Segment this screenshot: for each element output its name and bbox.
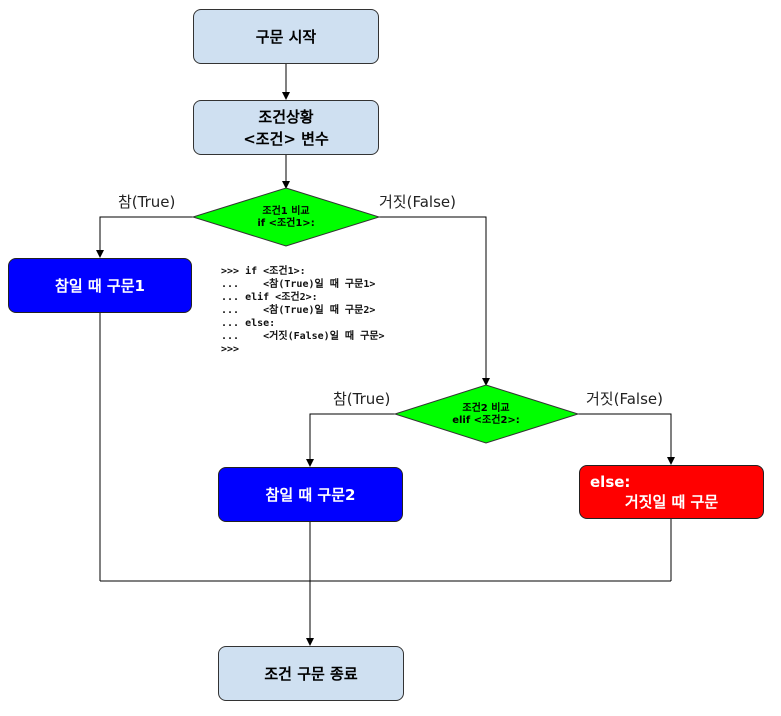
edge-compare2-true — [306, 413, 395, 467]
decision-diamond-2 — [393, 384, 580, 444]
else-branch: else: 거짓일 때 구문 — [579, 465, 764, 519]
decision-2-line1: 조건2 비교 — [462, 403, 510, 414]
code-snippet: >>> if <조건1>: ... <참(True)일 때 구문1> ... e… — [221, 266, 385, 355]
edge-compare1-true — [96, 216, 193, 258]
decision-1-text: 조건1 비교 if <조건1>: — [236, 206, 336, 230]
true-branch-2: 참일 때 구문2 — [218, 467, 403, 522]
edge-compare1-false — [378, 216, 490, 386]
true-branch-1: 참일 때 구문1 — [8, 258, 192, 313]
condition-node-line1: 조건상황 — [258, 107, 314, 126]
else-branch-keyword: else: — [590, 472, 631, 491]
condition-node: 조건상황 <조건> 변수 — [193, 100, 379, 155]
decision-diamond-1 — [191, 187, 381, 247]
start-node: 구문 시작 — [193, 9, 379, 64]
true-branch-1-label: 참일 때 구문1 — [55, 277, 145, 295]
true-label-2: 참(True) — [333, 390, 391, 408]
false-label-1: 거짓(False) — [379, 193, 456, 211]
else-branch-label: 거짓일 때 구문 — [624, 492, 719, 511]
decision-1-line1: 조건1 비교 — [262, 206, 310, 217]
true-branch-2-label: 참일 때 구문2 — [265, 486, 356, 504]
condition-node-line2: <조건> 변수 — [243, 129, 329, 148]
decision-2-line2: elif <조건2>: — [452, 415, 520, 426]
true-label-1: 참(True) — [118, 193, 176, 211]
start-node-label: 구문 시작 — [255, 27, 317, 46]
decision-2-text: 조건2 비교 elif <조건2>: — [436, 403, 536, 427]
end-node-label: 조건 구문 종료 — [264, 664, 358, 683]
decision-1-line2: if <조건1>: — [257, 218, 315, 229]
false-label-2: 거짓(False) — [586, 390, 663, 408]
edge-compare2-false — [578, 413, 675, 465]
end-node: 조건 구문 종료 — [218, 646, 404, 701]
